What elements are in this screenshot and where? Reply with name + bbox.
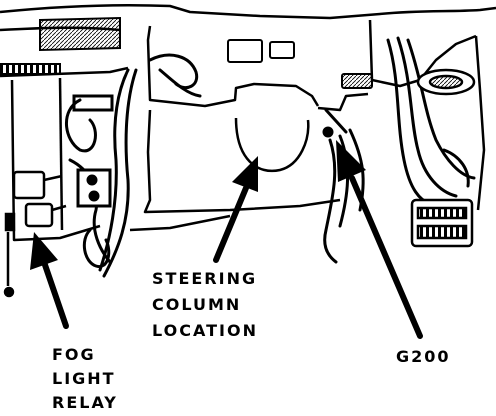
steering-label-line-3: LOCATION (152, 321, 258, 340)
right-wiring-harness (322, 36, 476, 264)
upper-vents (0, 16, 373, 89)
left-wiring-harness (65, 53, 202, 278)
fog-label-line-1: FOG (52, 345, 96, 364)
g200-arrow (336, 140, 423, 339)
right-connector-block (410, 68, 476, 248)
steering-column-arrow (213, 156, 258, 263)
fog-light-relay-arrow (30, 232, 69, 329)
g200-label: G200 (396, 347, 451, 366)
steering-label-line-2: COLUMN (152, 295, 241, 314)
steering-column-label: STEERING COLUMN LOCATION (152, 269, 258, 340)
fog-label-line-2: LIGHT (52, 369, 116, 388)
fog-light-relay-connectors (3, 170, 67, 298)
steering-label-line-1: STEERING (152, 269, 257, 288)
fog-label-line-3: RELAY (52, 393, 118, 412)
dashboard-outline (0, 4, 496, 242)
fog-light-relay-label: FOG LIGHT RELAY (52, 345, 118, 412)
